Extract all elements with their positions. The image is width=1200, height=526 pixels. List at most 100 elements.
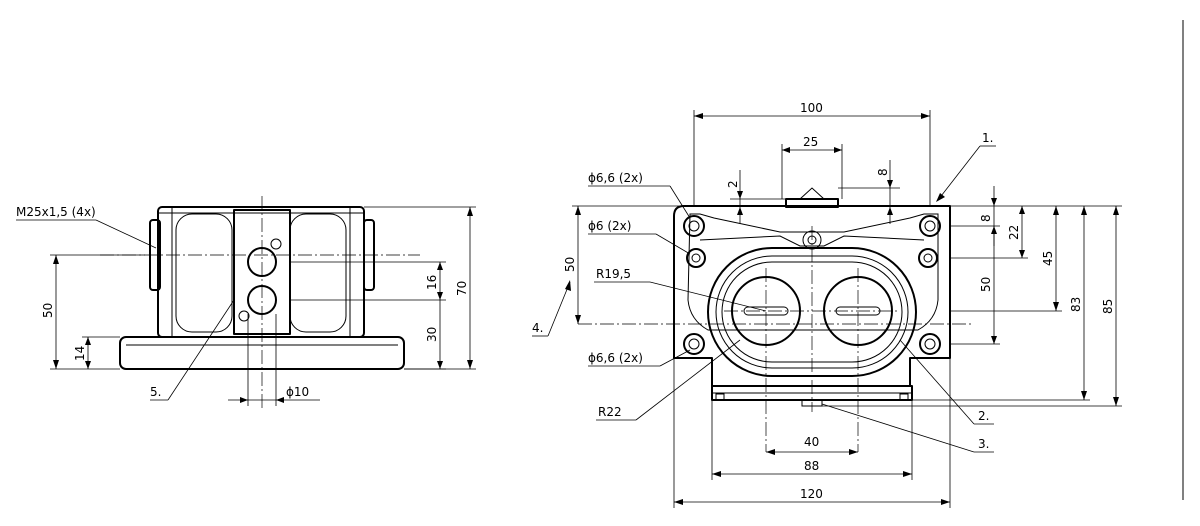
arrow — [1053, 302, 1059, 311]
callout-2: 2. — [978, 409, 989, 423]
arrow — [85, 361, 91, 369]
side-pocket-right — [289, 213, 347, 333]
arrow — [941, 499, 950, 505]
arrow — [1113, 206, 1119, 215]
arrow — [766, 449, 775, 455]
hole-66-bottom-label: ϕ6,6 (2x) — [588, 351, 643, 365]
hole-bottom-right-inner — [924, 338, 936, 350]
arrow — [565, 280, 571, 291]
arrow — [85, 337, 91, 345]
dim-88: 88 — [804, 459, 819, 473]
arrow — [1019, 250, 1025, 258]
dim-85: 85 — [1101, 299, 1115, 314]
thread-leader — [95, 219, 157, 249]
front-plunger-top — [785, 198, 839, 208]
hole-mid-right-inner — [923, 253, 933, 263]
callout-3-leader — [821, 403, 975, 453]
arrow — [1113, 397, 1119, 406]
front-foot-left — [715, 393, 725, 401]
dim-8-right: 8 — [979, 214, 993, 222]
side-pocket-left — [175, 213, 233, 333]
leader — [649, 281, 767, 312]
arrow — [467, 360, 473, 369]
dim-25: 25 — [803, 135, 818, 149]
hole-top-left-inner — [688, 220, 700, 232]
leader — [669, 185, 691, 219]
callout-4-leader — [547, 281, 571, 337]
arrow — [1081, 206, 1087, 215]
arrow — [694, 113, 703, 119]
arrow — [1053, 206, 1059, 215]
hole-bottom-left-inner — [688, 338, 700, 350]
dim-16: 16 — [425, 275, 439, 290]
callout-1: 1. — [982, 131, 993, 145]
dim-50-left: 50 — [41, 303, 55, 318]
side-body — [157, 206, 365, 338]
hole-bottom-right — [919, 333, 941, 355]
arrow — [1081, 391, 1087, 400]
arrow — [849, 449, 858, 455]
hole-mid-left-inner — [691, 253, 701, 263]
arrow — [834, 147, 842, 153]
arrow — [737, 207, 743, 215]
front-plunger-tip — [799, 187, 825, 200]
dim-22: 22 — [1007, 225, 1021, 240]
arrow — [1019, 206, 1025, 214]
arrow — [437, 361, 443, 369]
arrow — [782, 147, 790, 153]
side-screw-bottom — [238, 310, 250, 322]
dim-8-top: 8 — [876, 168, 890, 176]
dim-dia10: ϕ10 — [286, 385, 309, 399]
front-foot-right — [899, 393, 909, 401]
hole-top-right-inner — [924, 220, 936, 232]
callout-5-leader — [167, 299, 235, 401]
arrow — [437, 262, 443, 270]
front-cover-ridge — [699, 235, 925, 247]
leader — [659, 349, 691, 367]
dim-50-right: 50 — [979, 277, 993, 292]
arrow — [936, 193, 945, 202]
arrow — [437, 292, 443, 300]
dim-70: 70 — [455, 281, 469, 296]
callout-4: 4. — [532, 321, 543, 335]
dim-2: 2 — [726, 180, 740, 188]
side-view: M25x1,5 (4x) 50 14 16 30 70 — [16, 196, 476, 410]
radius-22-label: R22 — [598, 405, 622, 419]
thread-label: M25x1,5 (4x) — [16, 205, 96, 219]
hole-mid-right — [918, 248, 938, 268]
arrow — [991, 198, 997, 206]
callout-2-leader — [899, 339, 975, 425]
dim-40: 40 — [804, 435, 819, 449]
arrow — [921, 113, 930, 119]
radius-195-label: R19,5 — [596, 267, 631, 281]
leader — [655, 233, 691, 255]
dim-45: 45 — [1041, 251, 1055, 266]
dim-83: 83 — [1069, 297, 1083, 312]
callout-3: 3. — [978, 437, 989, 451]
callout-5: 5. — [150, 385, 161, 399]
arrow — [887, 180, 893, 188]
arrow — [276, 397, 284, 403]
arrow — [467, 207, 473, 216]
side-screw-top — [270, 238, 282, 250]
arrow — [903, 471, 912, 477]
dim-120: 120 — [800, 487, 823, 501]
hole-top-left — [683, 215, 705, 237]
arrow — [53, 255, 59, 264]
hole-66-top-label: ϕ6,6 (2x) — [588, 171, 643, 185]
arrow — [240, 397, 248, 403]
dim-100: 100 — [800, 101, 823, 115]
hole-mid-left — [686, 248, 706, 268]
arrow — [991, 336, 997, 344]
dim-14: 14 — [73, 346, 87, 361]
callout-1-leader — [937, 145, 981, 201]
arrow — [712, 471, 721, 477]
arrow — [737, 191, 743, 199]
dim-50-front-left: 50 — [563, 257, 577, 272]
hole-bottom-left — [683, 333, 705, 355]
arrow — [887, 207, 893, 215]
front-plate-outline — [673, 205, 951, 387]
arrow — [53, 360, 59, 369]
hole-6-label: ϕ6 (2x) — [588, 219, 631, 233]
